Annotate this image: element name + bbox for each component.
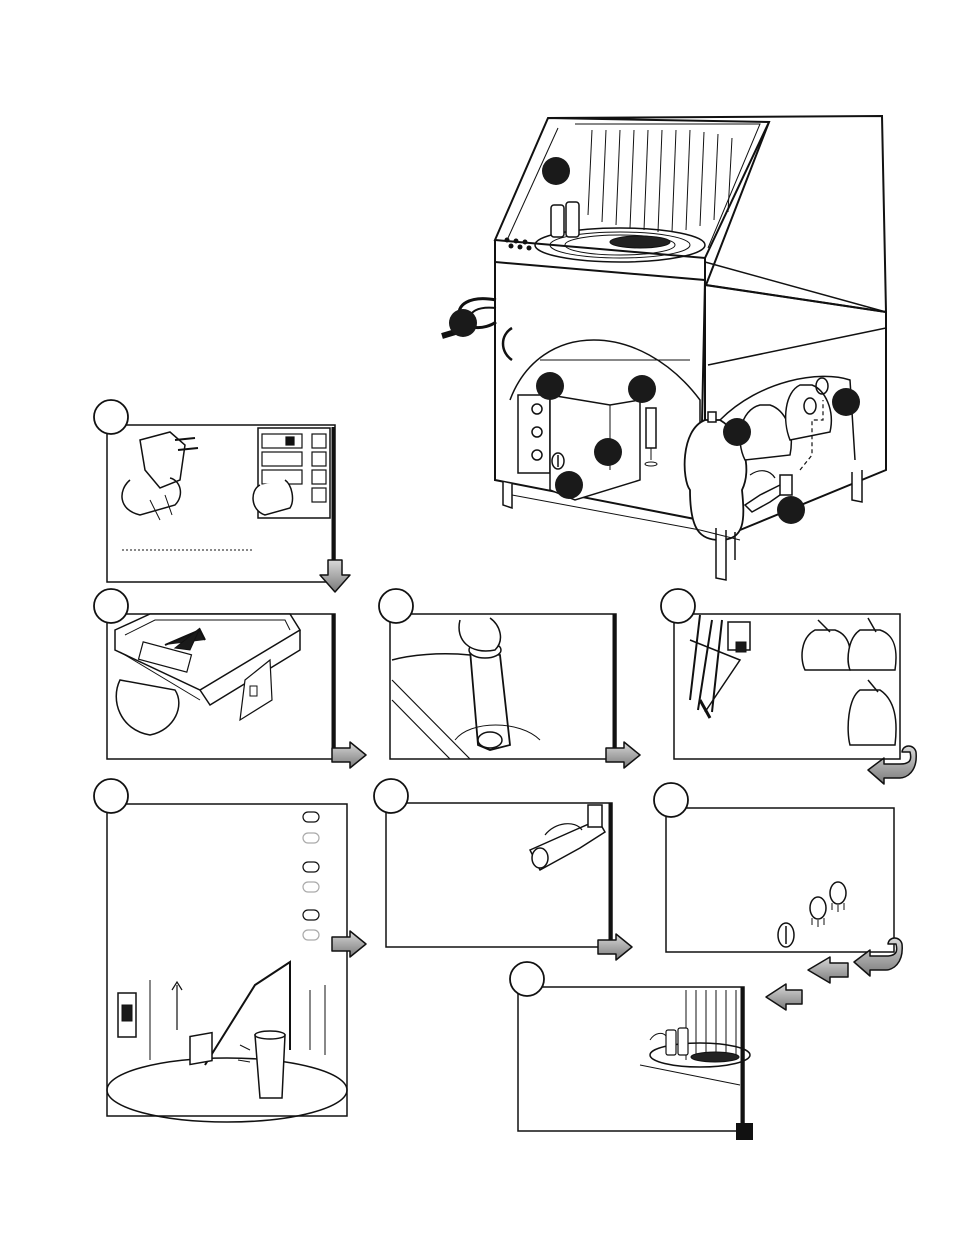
flow-arrows	[320, 560, 916, 1010]
left-arrow-icon	[808, 957, 848, 983]
step-circle-3	[379, 589, 413, 623]
step-circle-7	[654, 783, 688, 817]
step-circle-6	[374, 779, 408, 813]
step-panel-8	[518, 987, 750, 1131]
callout-marker	[449, 309, 477, 337]
step-panel-2	[107, 614, 335, 759]
step-panel-1	[107, 425, 335, 582]
callout-marker	[628, 375, 656, 403]
right-arrow-icon	[598, 934, 632, 960]
callout-marker	[832, 388, 860, 416]
down-arrow-icon	[320, 560, 350, 592]
callout-marker	[777, 496, 805, 524]
step-circle-1	[94, 400, 128, 434]
machine-illustration	[442, 116, 886, 580]
right-arrow-icon	[332, 931, 366, 957]
step-panel-5	[107, 804, 347, 1122]
right-arrow-icon	[332, 742, 366, 768]
callout-marker	[723, 418, 751, 446]
step-circle-2	[94, 589, 128, 623]
step-panel-4	[674, 614, 900, 759]
callout-marker	[542, 157, 570, 185]
end-marker	[736, 1123, 753, 1140]
callout-marker	[594, 438, 622, 466]
step-circle-4	[661, 589, 695, 623]
u-turn-arrow-icon	[868, 746, 916, 784]
callout-marker	[555, 471, 583, 499]
callout-marker	[536, 372, 564, 400]
right-arrow-icon	[606, 742, 640, 768]
step-circle-8	[510, 962, 544, 996]
step-panel-7	[666, 808, 894, 952]
u-turn-arrow-icon	[854, 938, 902, 976]
step-panel-6	[386, 803, 612, 947]
left-arrow-icon	[766, 984, 802, 1010]
step-panel-3	[390, 614, 616, 759]
step-circle-5	[94, 779, 128, 813]
